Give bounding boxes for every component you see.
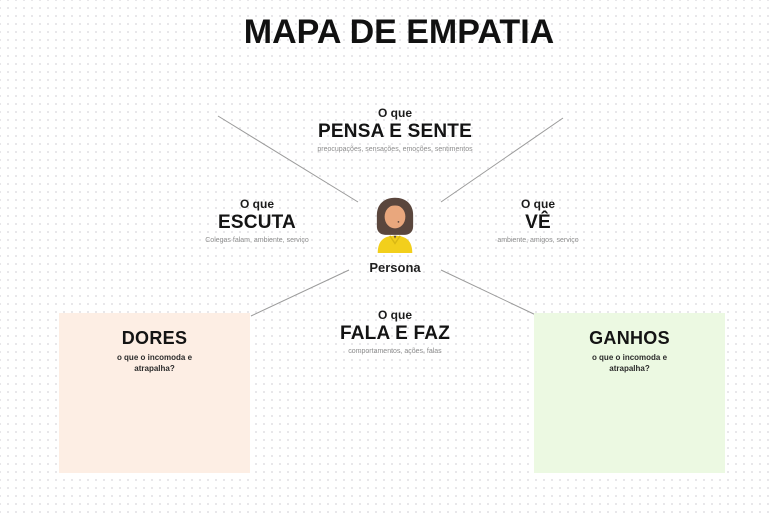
page-title[interactable]: MAPA DE EMPATIA — [243, 13, 555, 51]
persona-label: Persona — [369, 260, 421, 275]
section-prefix: O que — [239, 197, 274, 211]
section-subtitle: Colegas falam, ambiente, serviço — [205, 237, 309, 244]
section-title: VÊ — [525, 212, 551, 233]
section-pensa-e-sente[interactable]: O que PENSA E SENTE preocupações, sensaç… — [245, 106, 545, 154]
section-prefix: O que — [377, 106, 412, 120]
ganhos-title: GANHOS — [589, 328, 670, 348]
section-subtitle: preocupações, sensações, emoções, sentim… — [317, 146, 473, 153]
section-prefix: O que — [520, 197, 555, 211]
ganhos-box[interactable]: GANHOS o que o incomoda e atrapalha? — [534, 313, 725, 473]
section-subtitle: comportamentos, ações, falas — [348, 348, 442, 355]
connector-top-right — [440, 117, 564, 203]
section-title: PENSA E SENTE — [318, 121, 472, 142]
section-title: FALA E FAZ — [339, 323, 451, 344]
section-fala-e-faz[interactable]: O que FALA E FAZ comportamentos, ações, … — [245, 308, 545, 356]
section-title: ESCUTA — [218, 212, 296, 233]
dores-box[interactable]: DORES o que o incomoda e atrapalha? — [59, 313, 250, 473]
section-escuta[interactable]: O que ESCUTA Colegas falam, ambiente, se… — [177, 197, 337, 245]
section-ve[interactable]: O que VÊ ambiente, amigos, serviço — [458, 197, 618, 245]
dores-title: DORES — [121, 328, 188, 348]
persona-avatar-icon — [376, 197, 414, 253]
section-prefix: O que — [377, 308, 412, 322]
ganhos-subtitle: o que o incomoda e atrapalha? — [591, 353, 668, 373]
dores-subtitle: o que o incomoda e atrapalha? — [116, 353, 193, 373]
connector-bottom-left — [250, 269, 350, 317]
connector-bottom-right — [440, 269, 539, 317]
persona-figure[interactable]: Persona — [344, 196, 446, 275]
section-subtitle: ambiente, amigos, serviço — [497, 237, 579, 244]
connector-top-left — [217, 115, 359, 203]
